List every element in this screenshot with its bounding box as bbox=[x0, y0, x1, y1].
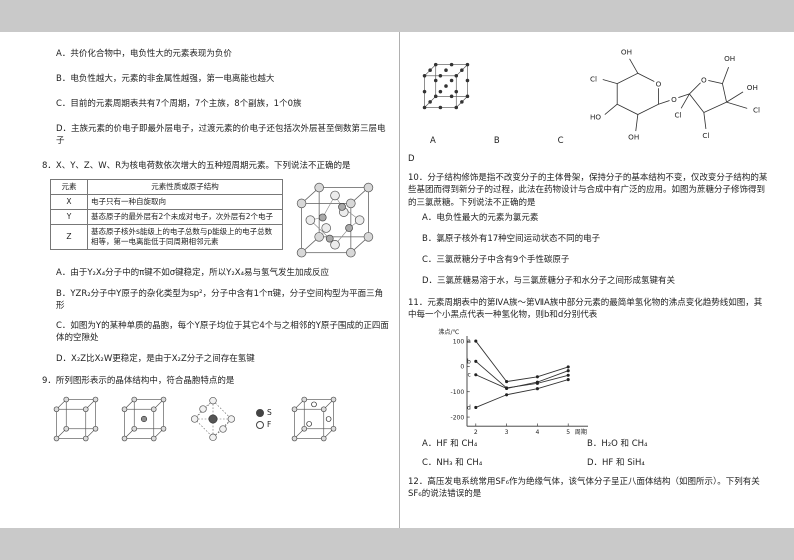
right-column: OH Cl HO OH O O Cl O OH OH Cl Cl bbox=[400, 32, 794, 528]
table-header-element: 元素 bbox=[50, 178, 88, 195]
q12-stem: 12．高压发电系统常用SF₆作为绝缘气体，该气体分子呈正八面体结构（如图所示）。… bbox=[408, 477, 760, 500]
label-b: B bbox=[493, 136, 500, 146]
q9-continued-figures: OH Cl HO OH O O Cl O OH OH Cl Cl bbox=[408, 40, 768, 168]
table-header-property: 元素性质或原子结构 bbox=[87, 178, 283, 195]
svg-text:OH: OH bbox=[747, 83, 758, 92]
q7-option-b: B．电负性越大，元素的非金属性越强，第一电离能也越大 bbox=[56, 73, 275, 84]
svg-text:2: 2 bbox=[474, 429, 478, 435]
svg-text:Cl: Cl bbox=[702, 131, 709, 140]
table-row: X 电子只有一种自旋取向 bbox=[50, 193, 283, 211]
label-c: C bbox=[557, 136, 564, 146]
octahedral-cluster-diagram bbox=[191, 397, 235, 442]
svg-text:4: 4 bbox=[535, 429, 539, 435]
q11-options: A．HF 和 CH₄ B．H₂O 和 CH₄ C．NH₃ 和 CH₄ D．HF … bbox=[422, 437, 768, 468]
q9-option-labels: A B C bbox=[408, 136, 638, 146]
svg-text:OH: OH bbox=[621, 48, 632, 57]
boiling-point-chart: 沸点/℃ 100 0 -100 -200 2 3 4 5 周期 a bc d bbox=[438, 328, 588, 435]
svg-text:-100: -100 bbox=[451, 389, 465, 396]
legend-label-s: S bbox=[267, 407, 272, 417]
svg-text:沸点/℃: 沸点/℃ bbox=[438, 328, 459, 336]
q10-option-d: D．三氯蔗糖易溶于水，与三氯蔗糖分子和水分子之间形成氢键有关 bbox=[422, 275, 676, 286]
q8-option-d: D．X₂Z比X₂W更稳定，是由于X₂Z分子之间存在氢键 bbox=[56, 354, 255, 365]
q8-option-a: A．由于Y₂X₄分子中的π键不如σ键稳定，所以Y₂X₄易与氢气发生加成反应 bbox=[56, 267, 329, 278]
svg-text:O: O bbox=[671, 95, 677, 104]
svg-text:Cl: Cl bbox=[590, 75, 597, 84]
q9-structure-figures: S F bbox=[50, 393, 389, 445]
simple-cubic-cell-diagram bbox=[53, 397, 99, 442]
q11-option-c: C．NH₃ 和 CH₄ bbox=[422, 458, 483, 469]
q9-legend: S F bbox=[256, 407, 272, 433]
q10-stem: 10．分子结构修饰是指不改变分子的主体骨架，保持分子的基本结构不变，仅改变分子结… bbox=[408, 173, 768, 208]
element-property-table: 元素 元素性质或原子结构 X 电子只有一种自旋取向 Y 基态原子的最外层有2个未… bbox=[50, 178, 283, 251]
q8-figure-row: 元素 元素性质或原子结构 X 电子只有一种自旋取向 Y 基态原子的最外层有2个未… bbox=[42, 177, 389, 265]
q7-option-d: D．主族元素的价电子即最外层电子，过渡元素的价电子还包括次外层甚至倒数第三层电子 bbox=[56, 123, 386, 146]
svg-text:周期: 周期 bbox=[575, 428, 587, 435]
svg-text:O: O bbox=[656, 80, 662, 89]
q11-option-a: A．HF 和 CH₄ bbox=[422, 439, 478, 450]
legend-item-s: S bbox=[256, 407, 272, 420]
svg-text:5: 5 bbox=[566, 429, 570, 435]
lattice-cube-diagram bbox=[422, 62, 470, 110]
left-column: A．共价化合物中，电负性大的元素表现为负价 B．电负性越大，元素的非金属性越强，… bbox=[0, 32, 400, 528]
q11-option-d: D．HF 和 SiH₄ bbox=[587, 458, 645, 469]
q10-option-b: B．氯原子核外有17种空间运动状态不同的电子 bbox=[422, 233, 601, 244]
diamond-unit-cell-diagram bbox=[296, 182, 374, 258]
q9-stem: 9．所列图形表示的晶体结构中，符合晶胞特点的是 bbox=[42, 376, 235, 387]
svg-text:O: O bbox=[701, 76, 707, 85]
label-d: D bbox=[408, 154, 415, 164]
svg-text:c: c bbox=[468, 372, 471, 379]
body-centered-cell-diagram bbox=[121, 397, 167, 442]
q11-stem: 11．元素周期表中的第ⅣA族～第ⅦA族中部分元素的最简单氢化物的沸点变化趋势线如… bbox=[408, 297, 763, 320]
q8-option-b: B．YZR₂分子中Y原子的杂化类型为sp²，分子中含有1个π键，分子空间构型为平… bbox=[56, 288, 384, 311]
svg-text:d: d bbox=[467, 405, 471, 412]
svg-text:3: 3 bbox=[505, 429, 509, 435]
q10-option-a: A．电负性最大的元素为氯元素 bbox=[422, 212, 539, 223]
svg-text:OH: OH bbox=[724, 54, 735, 63]
table-row: Z 基态原子核外s能级上的电子总数与p能级上的电子总数相等，第一电离能低于同周期… bbox=[50, 224, 283, 251]
q8-stem: 8．X、Y、Z、W、R为核电荷数依次增大的五种短周期元素。下列说法不正确的是 bbox=[42, 161, 351, 172]
label-a: A bbox=[430, 136, 436, 146]
svg-text:Cl: Cl bbox=[675, 111, 682, 120]
legend-item-f: F bbox=[256, 419, 272, 432]
exam-page: A．共价化合物中，电负性大的元素表现为负价 B．电负性越大，元素的非金属性越强，… bbox=[0, 32, 794, 528]
q7-option-a: A．共价化合物中，电负性大的元素表现为负价 bbox=[56, 49, 232, 59]
q8-option-c: C．如图为Y的某种单质的晶胞，每个Y原子均位于其它4个与之相邻的Y原子围成的正四… bbox=[56, 321, 389, 344]
q11-option-b: B．H₂O 和 CH₄ bbox=[587, 439, 648, 450]
svg-text:-200: -200 bbox=[451, 414, 465, 421]
svg-text:0: 0 bbox=[460, 364, 464, 371]
svg-text:HO: HO bbox=[590, 113, 601, 122]
q7-option-c: C．目前的元素周期表共有7个周期，7个主族，8个副族，1个0族 bbox=[56, 98, 302, 109]
svg-text:b: b bbox=[467, 358, 471, 365]
hollow-dot-icon bbox=[256, 421, 264, 430]
table-row: Y 基态原子的最外层有2个未成对电子，次外层有2个电子 bbox=[50, 209, 283, 226]
face-centered-cell-diagram bbox=[291, 397, 337, 442]
svg-text:Cl: Cl bbox=[753, 105, 760, 114]
sucralose-molecule-diagram: OH Cl HO OH O O Cl O OH OH Cl Cl bbox=[590, 48, 760, 142]
svg-text:a: a bbox=[467, 338, 471, 345]
legend-label-f: F bbox=[267, 420, 272, 430]
filled-dot-icon bbox=[256, 408, 264, 417]
svg-text:OH: OH bbox=[628, 132, 639, 141]
svg-text:100: 100 bbox=[453, 338, 465, 345]
q10-option-c: C．三氯蔗糖分子中含有9个手性碳原子 bbox=[422, 254, 570, 265]
